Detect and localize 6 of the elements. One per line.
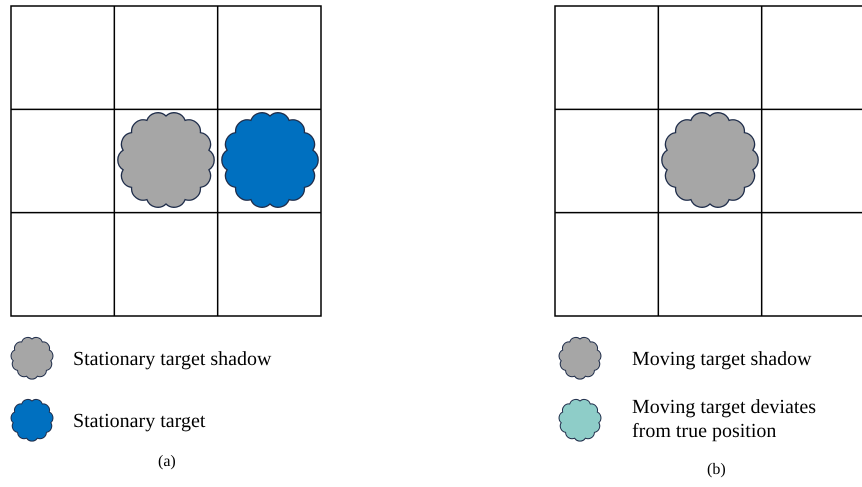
legend-text: Stationary target [73, 409, 206, 433]
legend-text: Moving target shadow [632, 347, 813, 371]
panel-caption: (a) [158, 452, 176, 472]
legend-text: Moving target deviates from true position [632, 395, 818, 443]
panel-caption: (b) [707, 460, 726, 480]
legend-text: Stationary target shadow [73, 347, 272, 371]
